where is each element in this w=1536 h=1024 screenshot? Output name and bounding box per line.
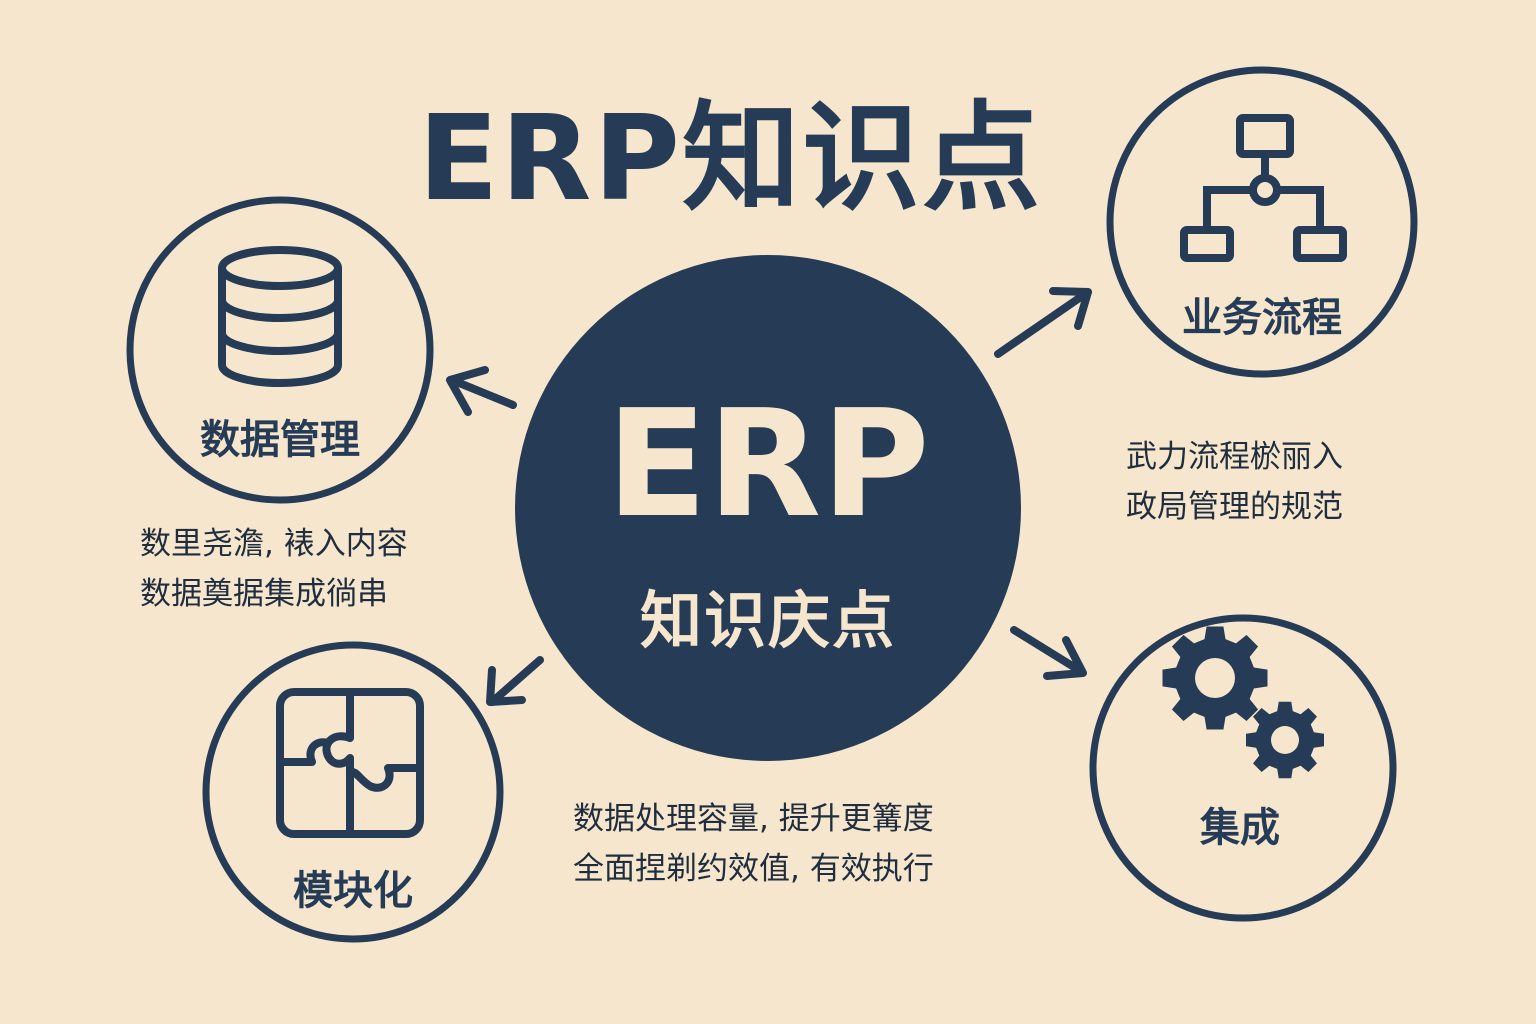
page-title: ERP知识点 xyxy=(418,89,1042,227)
desc-line: 数里尧澹, 裱入内容 xyxy=(140,526,408,562)
desc-line: 数据处理容量, 提升更篝度 xyxy=(573,801,934,837)
gears-icon xyxy=(1162,626,1324,779)
desc-line: 政局管理的规范 xyxy=(1126,489,1343,525)
business-process-circle xyxy=(1106,66,1418,378)
data-management-label: 数据管理 xyxy=(200,417,360,463)
arrow-to-integration xyxy=(1010,626,1087,680)
database-icon xyxy=(218,246,342,387)
center-circle xyxy=(515,255,1021,761)
integration-label: 集成 xyxy=(1200,805,1280,851)
business-process-label: 业务流程 xyxy=(1182,295,1342,341)
modular-desc: 数据处理容量, 提升更篝度 全面捏剃约效值, 有效执行 xyxy=(573,794,934,894)
modular-label: 模块化 xyxy=(293,868,413,914)
flowchart-icon xyxy=(1180,114,1347,262)
desc-line: 全面捏剃约效值, 有效执行 xyxy=(573,851,934,887)
desc-line: 武力流程棜丽入 xyxy=(1126,439,1343,475)
integration-circle xyxy=(1089,614,1397,922)
data-management-desc: 数里尧澹, 裱入内容 数据奠据集成徜串 xyxy=(140,519,408,619)
arrow-to-modular xyxy=(486,656,544,706)
data-management-circle xyxy=(126,196,434,504)
center-subheading: 知识庆点 xyxy=(639,584,896,657)
arrow-to-data-management xyxy=(446,366,517,416)
modular-circle xyxy=(202,641,504,943)
center-heading: ERP xyxy=(606,378,930,550)
desc-line: 数据奠据集成徜串 xyxy=(140,576,388,612)
business-process-desc: 武力流程棜丽入 政局管理的规范 xyxy=(1126,432,1343,532)
puzzle-icon xyxy=(276,688,424,838)
arrow-to-business-process xyxy=(994,287,1092,358)
